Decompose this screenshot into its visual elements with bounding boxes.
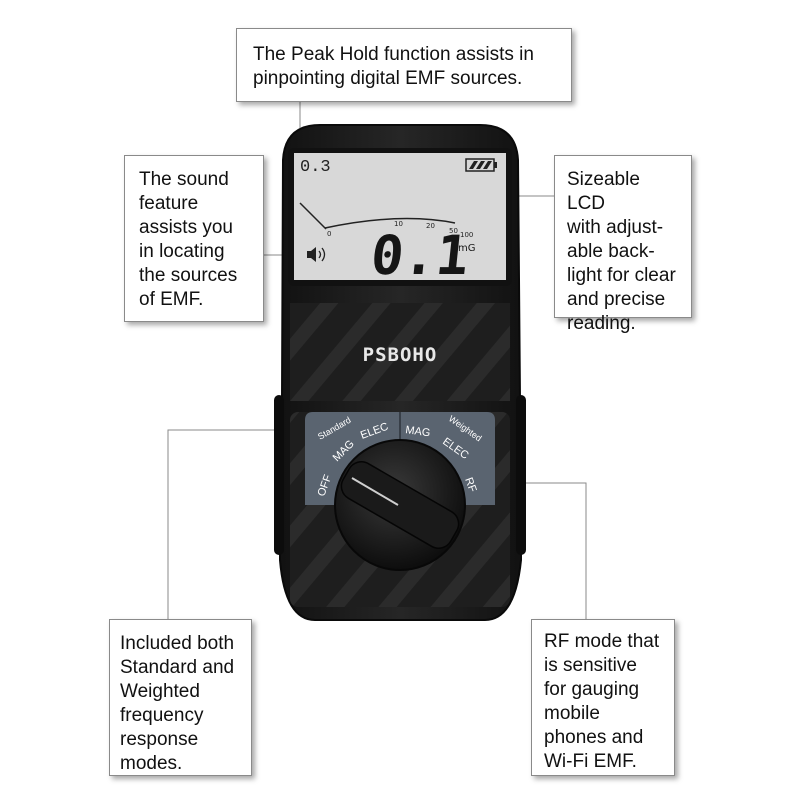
knob-pointer [351, 477, 399, 506]
side-grips [274, 395, 526, 555]
lcd-reading: 0.1 [368, 224, 472, 287]
rotary-knob[interactable] [334, 439, 466, 571]
lcd-scale-arc [324, 217, 456, 229]
connector-modes [167, 429, 300, 619]
callout-sound: The sound feature assists you in locatin… [124, 155, 264, 322]
lcd-screen [294, 153, 506, 280]
brand-panel [290, 303, 510, 401]
callout-rf: RF mode that is sensitive for gauging mo… [531, 619, 675, 776]
lcd-unit: mG [458, 243, 476, 254]
lcd-peak-value: 0.3 [300, 158, 331, 177]
lcd-scale-ticks: 0 10 20 50 100 [327, 220, 473, 239]
callout-modes: Included both Standard and Weighted freq… [109, 619, 252, 776]
battery-icon [465, 158, 497, 172]
scale-tick-label: 100 [460, 231, 473, 239]
dial-position-mag: MAG [405, 424, 431, 439]
callout-peak-hold: The Peak Hold function assists in pinpoi… [236, 28, 572, 102]
scale-tick-label: 0 [327, 230, 331, 238]
brand-logo: PSBOHO [363, 344, 438, 366]
lcd-scale-needle [299, 202, 327, 230]
callout-lcd: Sizeable LCD with adjust- able back- lig… [554, 155, 692, 334]
scale-tick-label: 50 [449, 227, 458, 235]
scale-tick-label: 10 [394, 220, 403, 228]
scale-tick-label: 20 [426, 222, 435, 230]
speaker-icon [307, 247, 326, 262]
dial-position-rf: RF [462, 476, 478, 494]
